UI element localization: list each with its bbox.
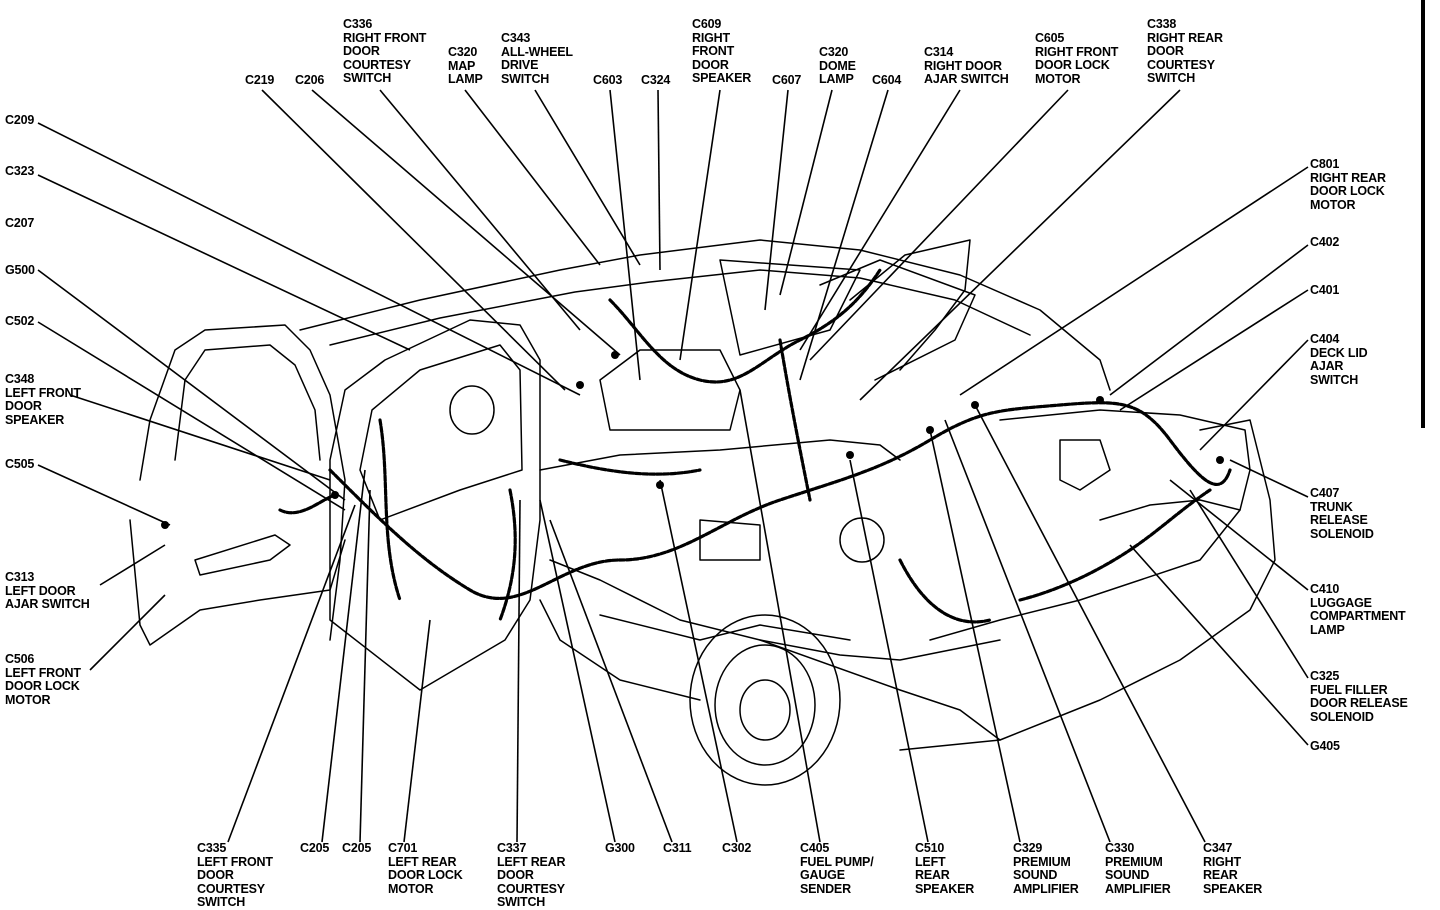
label-c402: C402 xyxy=(1310,235,1340,249)
label-c207: C207 xyxy=(5,216,35,230)
wiring-harness xyxy=(278,268,1232,624)
car-body-outline xyxy=(129,239,1276,786)
page-edge-bar xyxy=(1421,0,1425,428)
label-c205-b: C205 xyxy=(342,841,372,855)
label-c311: C311 xyxy=(663,841,692,855)
label-c302: C302 xyxy=(722,841,752,855)
label-c324: C324 xyxy=(641,73,671,87)
label-c205-a: C205 xyxy=(300,841,330,855)
leader-lines xyxy=(37,89,1309,843)
label-c502: C502 xyxy=(5,314,35,328)
label-g500: G500 xyxy=(5,263,35,277)
label-c607: C607 xyxy=(772,73,802,87)
label-c604: C604 xyxy=(872,73,902,87)
label-c323: C323 xyxy=(5,164,35,178)
label-g405: G405 xyxy=(1310,739,1340,753)
label-c401: C401 xyxy=(1310,283,1340,297)
label-c209: C209 xyxy=(5,113,35,127)
label-c603: C603 xyxy=(593,73,623,87)
label-c219: C219 xyxy=(245,73,275,87)
label-c505: C505 xyxy=(5,457,35,471)
label-c206: C206 xyxy=(295,73,325,87)
label-g300: G300 xyxy=(605,841,635,855)
